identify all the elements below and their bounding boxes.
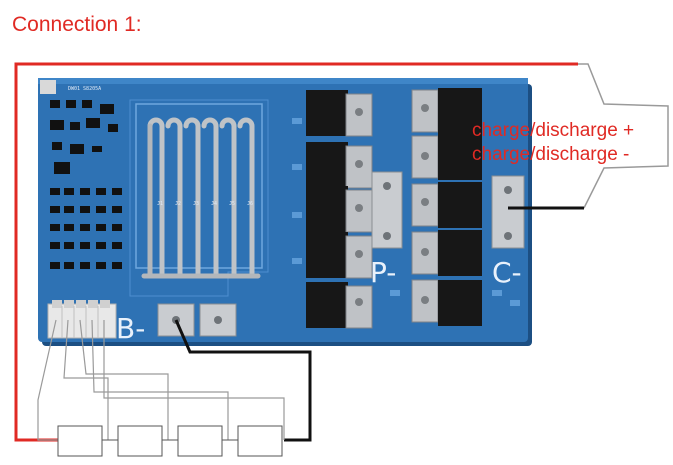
svg-text:J5: J5 [229, 201, 235, 207]
balance-wire-1 [37, 319, 58, 441]
battery-cell-1 [57, 425, 103, 457]
mosfet-r3 [438, 182, 482, 228]
shunt-wire-4 [201, 117, 219, 279]
mosfet-r1 [438, 88, 482, 134]
svg-text:J2: J2 [175, 201, 181, 207]
pcb-highlight [38, 78, 528, 84]
shunt-outline [135, 103, 263, 269]
mosfet-l3 [306, 186, 348, 232]
svg-text:J6: J6 [247, 201, 253, 207]
mosfet-l4 [306, 232, 348, 278]
shunt-wire-3 [183, 117, 201, 279]
bms-pcb: DW01 S8205A [38, 78, 532, 346]
mosfet-left-column [306, 90, 373, 329]
balance-connector [47, 300, 117, 339]
balance-wire-3 [79, 319, 169, 440]
shunt-wire-6 [237, 117, 255, 279]
positive-wire [14, 62, 578, 442]
mosfet-right-column [411, 88, 482, 326]
ic-silkscreen: DW01 S8205A [68, 86, 101, 92]
svg-text:J4: J4 [211, 201, 217, 207]
mosfet-l5 [306, 282, 348, 328]
b-minus-label: B- [116, 312, 145, 345]
balance-wire-4 [91, 319, 229, 440]
mosfet-r2 [438, 134, 482, 180]
shunt-wires [141, 117, 261, 279]
mosfet-r5 [438, 280, 482, 326]
mosfet-r4 [438, 230, 482, 276]
balance-wires [37, 319, 285, 441]
balance-resistors [50, 188, 122, 269]
b-minus-wire [174, 319, 312, 442]
control-ics [50, 100, 118, 174]
shunt-trace [129, 99, 269, 297]
battery-cells [57, 425, 283, 457]
balance-connector-body [47, 303, 117, 339]
p-minus-label: P- [370, 256, 396, 289]
battery-cell-4 [237, 425, 283, 457]
diagram-title: Connection 1: [12, 13, 142, 36]
svg-text:J3: J3 [193, 201, 199, 207]
balance-wire-2 [63, 319, 109, 440]
charge-minus-label: charge/discharge - [472, 144, 629, 165]
shunt-wire-2 [165, 117, 183, 279]
top-connector [40, 80, 56, 94]
mosfet-l2 [306, 142, 348, 188]
battery-cell-2 [117, 425, 163, 457]
callout-bracket [578, 63, 669, 209]
charge-plus-label: charge/discharge + [472, 120, 634, 141]
mosfet-l1 [306, 90, 348, 136]
shunt-wire-legs [141, 123, 261, 279]
c-minus-label: C- [492, 256, 522, 289]
svg-text:J1: J1 [157, 201, 163, 207]
balance-wire-5 [103, 320, 285, 440]
shunt-labels: J1 J2 J3 J4 J5 J6 [157, 201, 253, 207]
vias [292, 118, 520, 306]
shunt-wire-5 [219, 117, 237, 279]
battery-cell-3 [177, 425, 223, 457]
